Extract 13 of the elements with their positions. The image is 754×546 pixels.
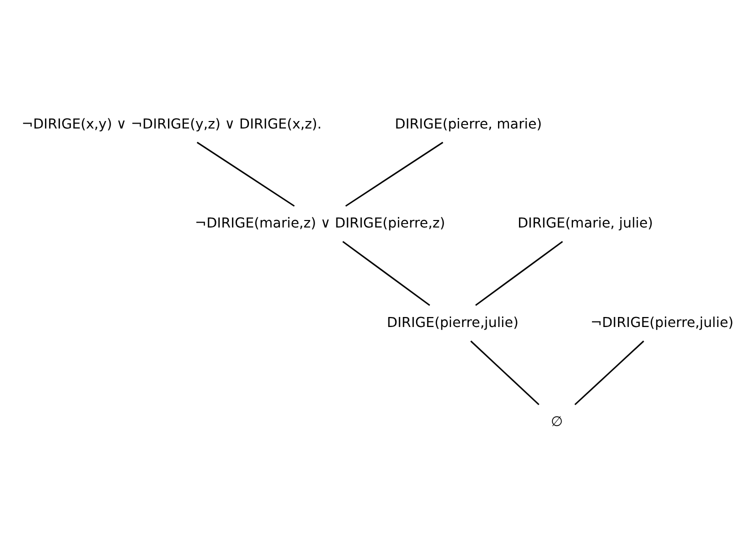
connector — [196, 141, 295, 206]
node-text: ∅ — [550, 414, 563, 430]
node-text: ¬DIRIGE(x,y) ∨ ¬DIRIGE(y,z) ∨ DIRIGE(x,z). — [22, 116, 322, 132]
connector — [475, 240, 563, 306]
node-text: ¬DIRIGE(marie,z) ∨ DIRIGE(pierre,z) — [194, 215, 446, 232]
connector — [345, 141, 444, 206]
node-text: DIRIGE(pierre, marie) — [394, 116, 542, 132]
node-text: DIRIGE(pierre,julie) — [386, 314, 518, 330]
connector — [342, 240, 430, 306]
node-text: DIRIGE(marie, julie) — [518, 215, 654, 232]
connector — [470, 340, 540, 405]
connector — [574, 340, 644, 405]
node-text: ¬DIRIGE(pierre,julie) — [590, 314, 734, 330]
